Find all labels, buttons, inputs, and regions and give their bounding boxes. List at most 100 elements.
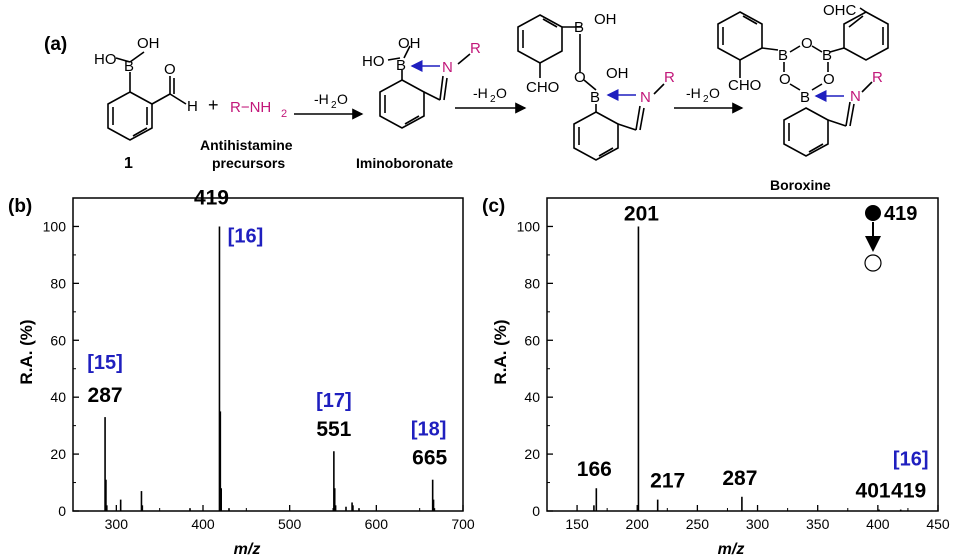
water-loss-1: -H 2 O xyxy=(314,91,348,111)
peak-mz-label: 419 xyxy=(194,186,229,209)
x-tick-label: 150 xyxy=(565,516,589,532)
svg-text:-H: -H xyxy=(314,91,329,107)
x-tick-label: 400 xyxy=(866,516,890,532)
compound-1-number: 1 xyxy=(124,155,133,172)
compound-1-structure xyxy=(107,51,187,141)
x-tick-label: 300 xyxy=(746,516,770,532)
imino-r-group: R xyxy=(470,40,481,57)
reaction-scheme: (a) B HO OH O H 1 + R−NH 2 Antihistamine… xyxy=(44,2,889,193)
plus-sign: + xyxy=(208,95,219,115)
y-tick-label: 40 xyxy=(50,389,66,405)
amine-formula: R−NH xyxy=(230,99,271,116)
imino-nitrogen: N xyxy=(442,59,453,76)
peak-mz-label: 217 xyxy=(650,470,685,493)
citation-label: [16] xyxy=(228,225,264,247)
compound-1-aldehyde-h: H xyxy=(187,98,198,115)
y-tick-label: 80 xyxy=(50,275,66,291)
peak-mz-label: 401 xyxy=(856,480,891,503)
boroxine-boron-bottom: B xyxy=(800,89,810,106)
precursor-label: 419 xyxy=(884,203,917,225)
svg-text:O: O xyxy=(709,85,720,101)
plot-frame-b xyxy=(72,197,464,512)
mass-spectrum-c: (c) R.A. (%) m/z 419 0 20 40 60 80 100 150 200 2… xyxy=(482,196,950,558)
boroxine-oxygen-top: O xyxy=(801,35,813,52)
compound-1-boron: B xyxy=(124,58,134,75)
x-tick-label: 200 xyxy=(626,516,650,532)
peak-mz-label: 287 xyxy=(722,467,757,490)
x-axis-label-c: m/z xyxy=(718,541,745,558)
boroxine-boron-right: B xyxy=(822,47,832,64)
citation-label: [17] xyxy=(316,390,352,412)
boroxine-cho: CHO xyxy=(728,77,761,94)
peak-mz-label: 287 xyxy=(88,384,123,407)
precursor-filled-circle xyxy=(865,205,881,221)
water-loss-3: -H 2 O xyxy=(686,85,720,105)
boroxine-boron-left: B xyxy=(778,47,788,64)
dimer-oh-top: OH xyxy=(594,11,617,28)
peak-mz-label: 201 xyxy=(624,202,659,225)
mass-spectrum-b: (b) R.A. (%) m/z 0 20 40 60 80 100 300 400 500 60… xyxy=(8,186,475,558)
y-axis-label-c: R.A. (%) xyxy=(491,319,510,384)
boroxine-r-group: R xyxy=(872,69,883,86)
compound-1-oh: OH xyxy=(137,35,160,52)
peak-mz-label: 551 xyxy=(316,418,351,441)
y-tick-label: 20 xyxy=(50,446,66,462)
dimer-r-group: R xyxy=(664,69,675,86)
y-axis-label-b: R.A. (%) xyxy=(17,319,36,384)
y-tick-label: 100 xyxy=(43,218,67,234)
iminoboronate-label: Iminoboronate xyxy=(356,155,453,171)
dimer-nitrogen: N xyxy=(640,89,651,106)
boroxine-label: Boroxine xyxy=(770,177,831,193)
svg-text:O: O xyxy=(496,85,507,101)
dimer-cho: CHO xyxy=(526,79,559,96)
dimer-boron-bottom: B xyxy=(590,89,600,106)
svg-text:-H: -H xyxy=(473,85,488,101)
x-axis-label-b: m/z xyxy=(234,541,261,558)
boroxine-oxygen-left: O xyxy=(779,71,791,88)
dimer-oh-bottom: OH xyxy=(606,65,629,82)
y-tick-label: 80 xyxy=(524,275,540,291)
y-tick-label: 60 xyxy=(50,332,66,348)
y-tick-label: 60 xyxy=(524,332,540,348)
compound-1-ho: HO xyxy=(94,51,117,68)
fragment-open-circle xyxy=(864,254,882,272)
svg-text:-H: -H xyxy=(686,85,701,101)
dimer-oxygen: O xyxy=(574,69,586,86)
svg-text:2: 2 xyxy=(490,94,496,105)
panel-c-label: (c) xyxy=(482,196,505,217)
x-tick-label: 250 xyxy=(686,516,710,532)
amine-caption-line1: Antihistamine xyxy=(200,137,293,153)
x-tick-label: 350 xyxy=(806,516,830,532)
dimer-structure xyxy=(517,14,665,161)
compound-1-aldehyde-o: O xyxy=(164,61,176,78)
x-tick-label: 600 xyxy=(365,516,389,532)
panel-a-label: (a) xyxy=(44,34,67,55)
imino-oh: OH xyxy=(398,35,421,52)
y-tick-label: 100 xyxy=(517,218,541,234)
y-tick-label: 0 xyxy=(532,503,540,519)
iminoboronate-structure xyxy=(379,45,471,129)
amine-subscript: 2 xyxy=(281,108,287,120)
peak-mz-label: 166 xyxy=(577,458,612,481)
x-tick-label: 450 xyxy=(926,516,950,532)
boroxine-structure xyxy=(717,7,889,157)
svg-text:O: O xyxy=(337,91,348,107)
svg-text:2: 2 xyxy=(331,100,337,111)
x-tick-label: 500 xyxy=(278,516,302,532)
dimer-boron-top: B xyxy=(574,19,584,36)
svg-text:2: 2 xyxy=(703,94,709,105)
y-tick-label: 0 xyxy=(58,503,66,519)
water-loss-2: -H 2 O xyxy=(473,85,507,105)
imino-ho: HO xyxy=(362,53,385,70)
boroxine-oxygen-right: O xyxy=(823,71,835,88)
x-tick-label: 300 xyxy=(105,516,129,532)
peak-mz-label: 419 xyxy=(891,480,926,503)
y-tick-label: 40 xyxy=(524,389,540,405)
panel-b-label: (b) xyxy=(8,196,32,217)
citation-label: [16] xyxy=(893,449,929,471)
citation-label: [18] xyxy=(411,419,447,441)
peak-mz-label: 665 xyxy=(412,447,447,470)
x-tick-label: 700 xyxy=(451,516,475,532)
x-tick-label: 400 xyxy=(191,516,215,532)
y-tick-label: 20 xyxy=(524,446,540,462)
